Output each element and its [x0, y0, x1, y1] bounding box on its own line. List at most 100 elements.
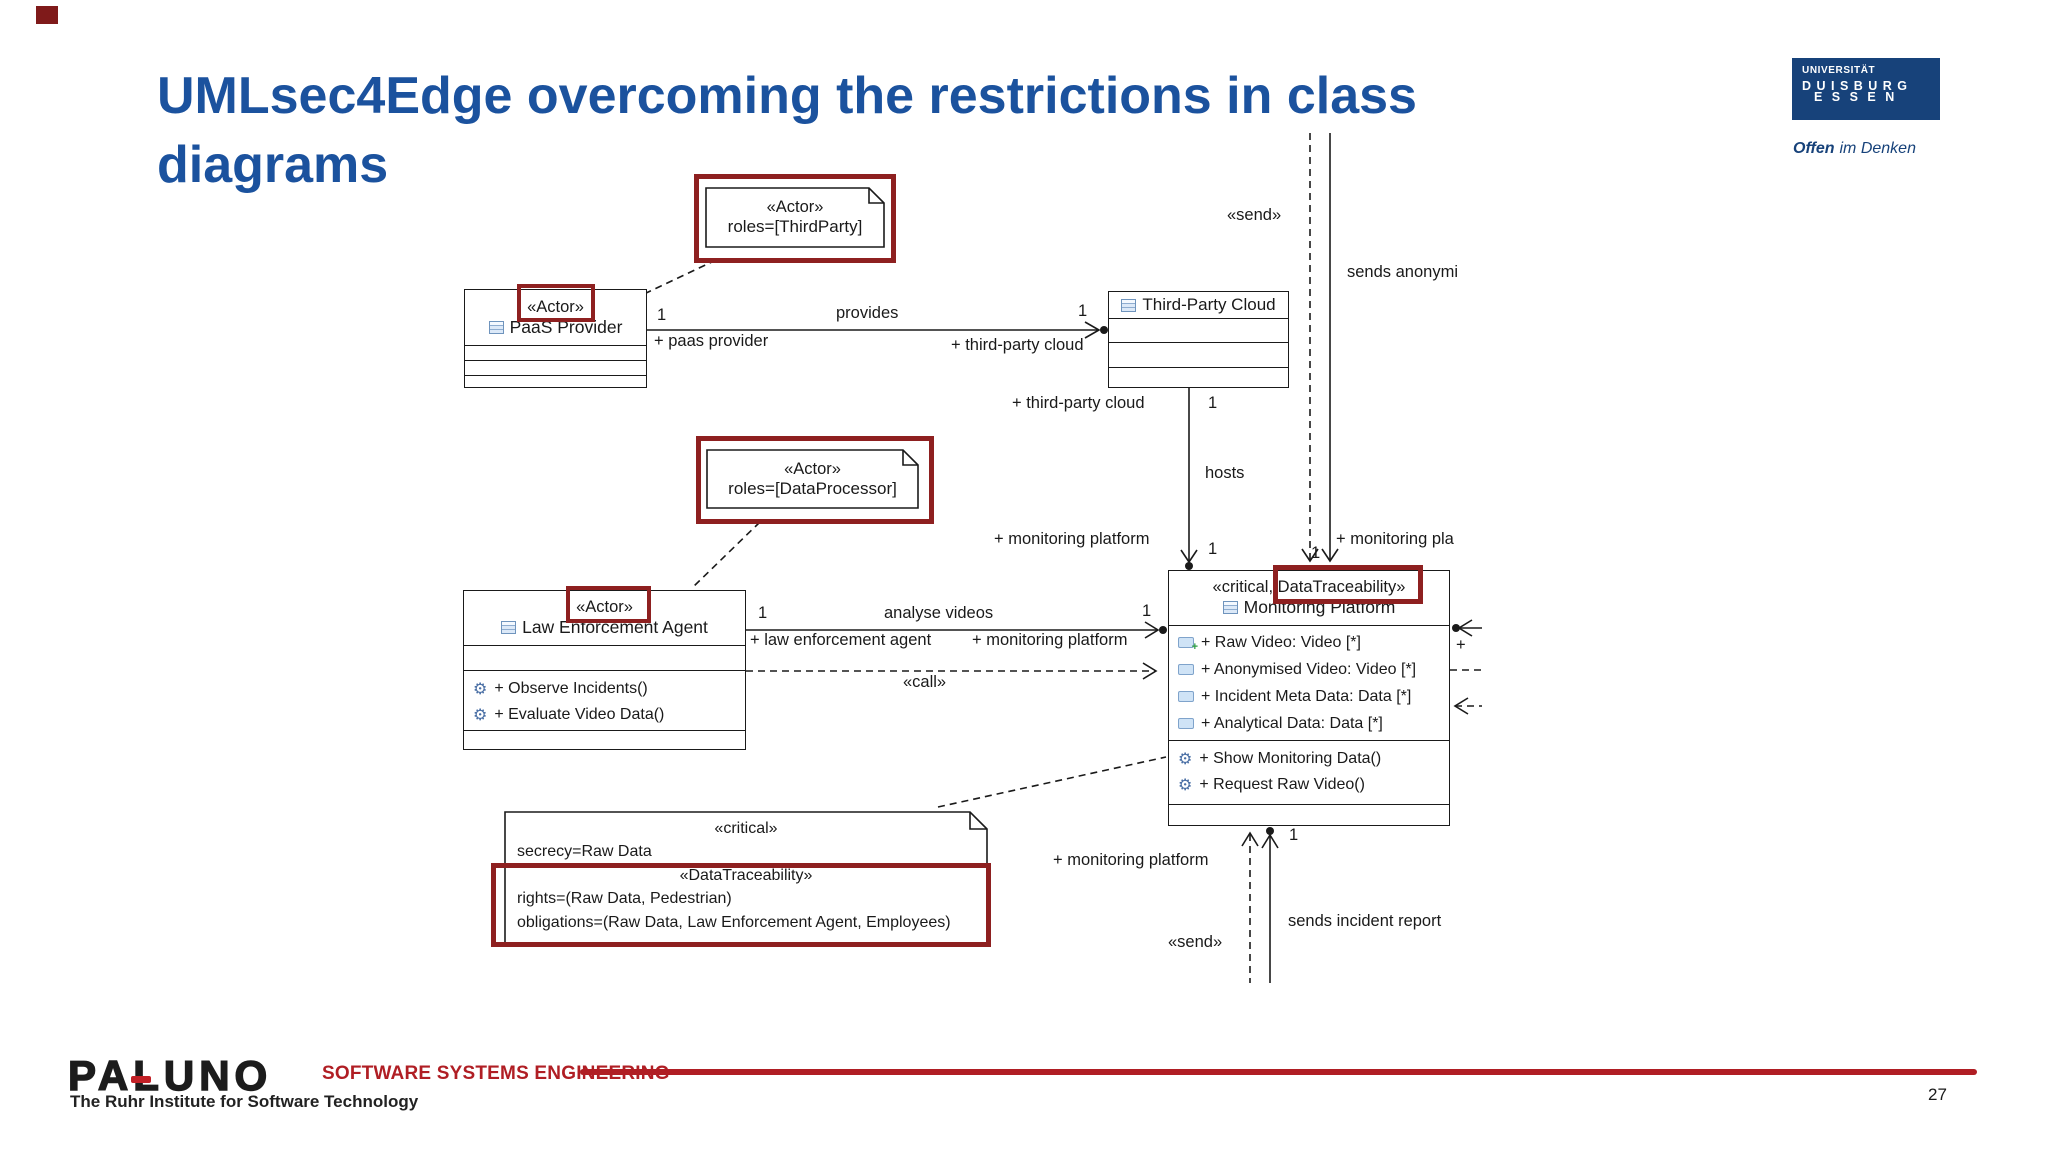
highlight-lea-actor	[566, 586, 651, 623]
empty-compartment	[464, 645, 745, 670]
mp-stereotype-highlighted: DataTraceability»	[1277, 578, 1406, 596]
class-paas-provider: «Actor» PaaS Provider	[464, 289, 647, 388]
paluno-logo-red-bar	[131, 1076, 151, 1083]
role-third-party-cloud: + third-party cloud	[1012, 394, 1145, 412]
role-third-party-cloud: + third-party cloud	[951, 336, 1084, 354]
paas-stereotype: «Actor»	[527, 297, 584, 316]
operation-icon: ⚙	[473, 705, 488, 724]
mp-attr: + Raw Video: Video [*]	[1201, 633, 1361, 651]
empty-compartment	[1109, 342, 1288, 367]
multiplicity-label: 1	[657, 306, 667, 324]
empty-compartment	[465, 360, 646, 375]
note-shape-thirdparty	[705, 187, 885, 248]
edge-send-bottom	[1241, 831, 1259, 983]
university-tagline-bold: Offen	[1793, 140, 1835, 157]
note-critical-rights: rights=(Raw Data, Pedestrian)	[517, 890, 732, 907]
edge-note-link-critical	[937, 756, 1167, 808]
role-clipped-plus: +	[1456, 636, 1466, 654]
highlight-note-dataprocessor	[696, 436, 934, 524]
mp-op: + Request Raw Video()	[1199, 776, 1365, 793]
multiplicity-label: 1	[1311, 544, 1321, 562]
class-icon	[501, 621, 517, 634]
note-critical-secrecy: secrecy=Raw Data	[517, 843, 652, 860]
empty-compartment	[465, 345, 646, 360]
empty-compartment	[1109, 318, 1288, 342]
note-critical-obligations: obligations=(Raw Data, Law Enforcement A…	[517, 914, 951, 931]
multiplicity-label: 1	[1078, 302, 1088, 320]
multiplicity-label: 1	[758, 604, 768, 622]
class-icon	[1222, 601, 1238, 614]
multiplicity-label: 1	[1142, 602, 1152, 620]
lea-stereotype: «Actor»	[576, 598, 633, 616]
mp-attr: + Analytical Data: Data [*]	[1201, 714, 1383, 732]
attribute-icon	[1178, 664, 1194, 675]
class-third-party-cloud: Third-Party Cloud	[1108, 291, 1289, 388]
highlight-note-thirdparty	[694, 174, 896, 263]
operation-icon: ⚙	[473, 679, 488, 698]
role-law-enforcement-agent: + law enforcement agent	[750, 631, 932, 649]
lea-op: + Observe Incidents()	[494, 680, 648, 697]
university-logo-line2: D U I S B U R G	[1802, 79, 1908, 93]
empty-compartment	[1169, 804, 1449, 825]
highlight-mp-datatraceability	[1273, 565, 1423, 604]
role-monitoring-platform: + monitoring platform	[994, 530, 1150, 548]
page-number: 27	[1928, 1085, 1947, 1104]
association-provides: provides	[836, 304, 899, 322]
mp-stereotype: «critical, DataTraceability»	[1213, 578, 1406, 597]
footer-divider-line	[580, 1069, 1977, 1075]
multiplicity-label: 1	[1208, 540, 1218, 558]
association-hosts: hosts	[1205, 464, 1245, 482]
empty-compartment	[464, 730, 745, 749]
role-monitoring-platform-clipped: + monitoring pla	[1336, 530, 1454, 548]
edge-analyse-videos	[746, 621, 1167, 639]
association-analyse-videos: analyse videos	[884, 604, 994, 622]
department-label: SOFTWARE SYSTEMS ENGINEERING	[322, 1063, 670, 1084]
lea-op: + Evaluate Video Data()	[494, 706, 665, 723]
edge-clipped-right-3	[1453, 697, 1482, 715]
university-logo-line1: UNIVERSITÄT	[1802, 65, 1876, 76]
edge-sends-incident-report	[1261, 827, 1279, 983]
paluno-logo: PALUNO	[67, 1051, 273, 1100]
note-thirdparty-body: roles=[ThirdParty]	[727, 217, 863, 236]
role-monitoring-platform: + monitoring platform	[1053, 851, 1209, 869]
class-law-enforcement-agent: «Actor» Law Enforcement Agent ⚙+ Observe…	[463, 590, 746, 750]
stereotype-call: «call»	[903, 673, 947, 691]
attribute-icon	[1178, 691, 1194, 702]
slide-corner-mark	[36, 6, 58, 24]
association-sends-incident-report: sends incident report	[1288, 912, 1442, 930]
mp-attr: + Incident Meta Data: Data [*]	[1201, 687, 1412, 705]
empty-compartment	[465, 375, 646, 387]
page-title: UMLsec4Edge overcoming the restrictions …	[157, 67, 1417, 194]
highlight-note-datatraceability	[491, 863, 991, 947]
empty-compartment	[1109, 367, 1288, 387]
mp-stereotype-prefix: «critical,	[1212, 578, 1274, 596]
mp-attributes: + Raw Video: Video [*] + Anonymised Vide…	[1169, 625, 1449, 740]
note-critical-stereotype2: «DataTraceability»	[679, 867, 813, 884]
university-logo-line3: E S S E N	[1814, 90, 1898, 104]
attribute-icon-add	[1178, 637, 1198, 653]
stereotype-send: «send»	[1227, 206, 1282, 224]
multiplicity-label: 1	[1208, 394, 1218, 412]
university-logo: UNIVERSITÄT D U I S B U R G E S S E N	[1792, 58, 1940, 120]
paluno-tagline: The Ruhr Institute for Software Technolo…	[70, 1092, 419, 1111]
note-thirdparty-stereotype: «Actor»	[766, 198, 824, 216]
class-third-party-cloud-header: Third-Party Cloud	[1109, 292, 1288, 318]
edge-hosts	[1180, 388, 1198, 570]
note-critical: «critical» secrecy=Raw Data «DataTraceab…	[505, 812, 987, 945]
university-tagline-rest: im Denken	[1839, 140, 1916, 157]
note-critical-stereotype: «critical»	[714, 820, 778, 837]
association-sends-anonymised: sends anonymi	[1347, 263, 1458, 281]
note-dataprocessor-stereotype: «Actor»	[784, 459, 841, 478]
highlight-paas-actor	[517, 284, 595, 322]
mp-operations: ⚙+ Show Monitoring Data() ⚙+ Request Raw…	[1169, 740, 1449, 804]
edge-note-link-dataprocessor	[691, 521, 761, 589]
stereotype-send: «send»	[1168, 933, 1223, 951]
edge-provides	[647, 321, 1108, 339]
mp-attr: + Anonymised Video: Video [*]	[1201, 660, 1417, 678]
edge-call	[746, 662, 1158, 680]
class-monitoring-platform: «critical, DataTraceability» Monitoring …	[1168, 570, 1450, 826]
attribute-icon	[1178, 718, 1194, 729]
lea-operations: ⚙ + Observe Incidents() ⚙ + Evaluate Video…	[464, 670, 745, 730]
multiplicity-label: 1	[1289, 826, 1299, 844]
